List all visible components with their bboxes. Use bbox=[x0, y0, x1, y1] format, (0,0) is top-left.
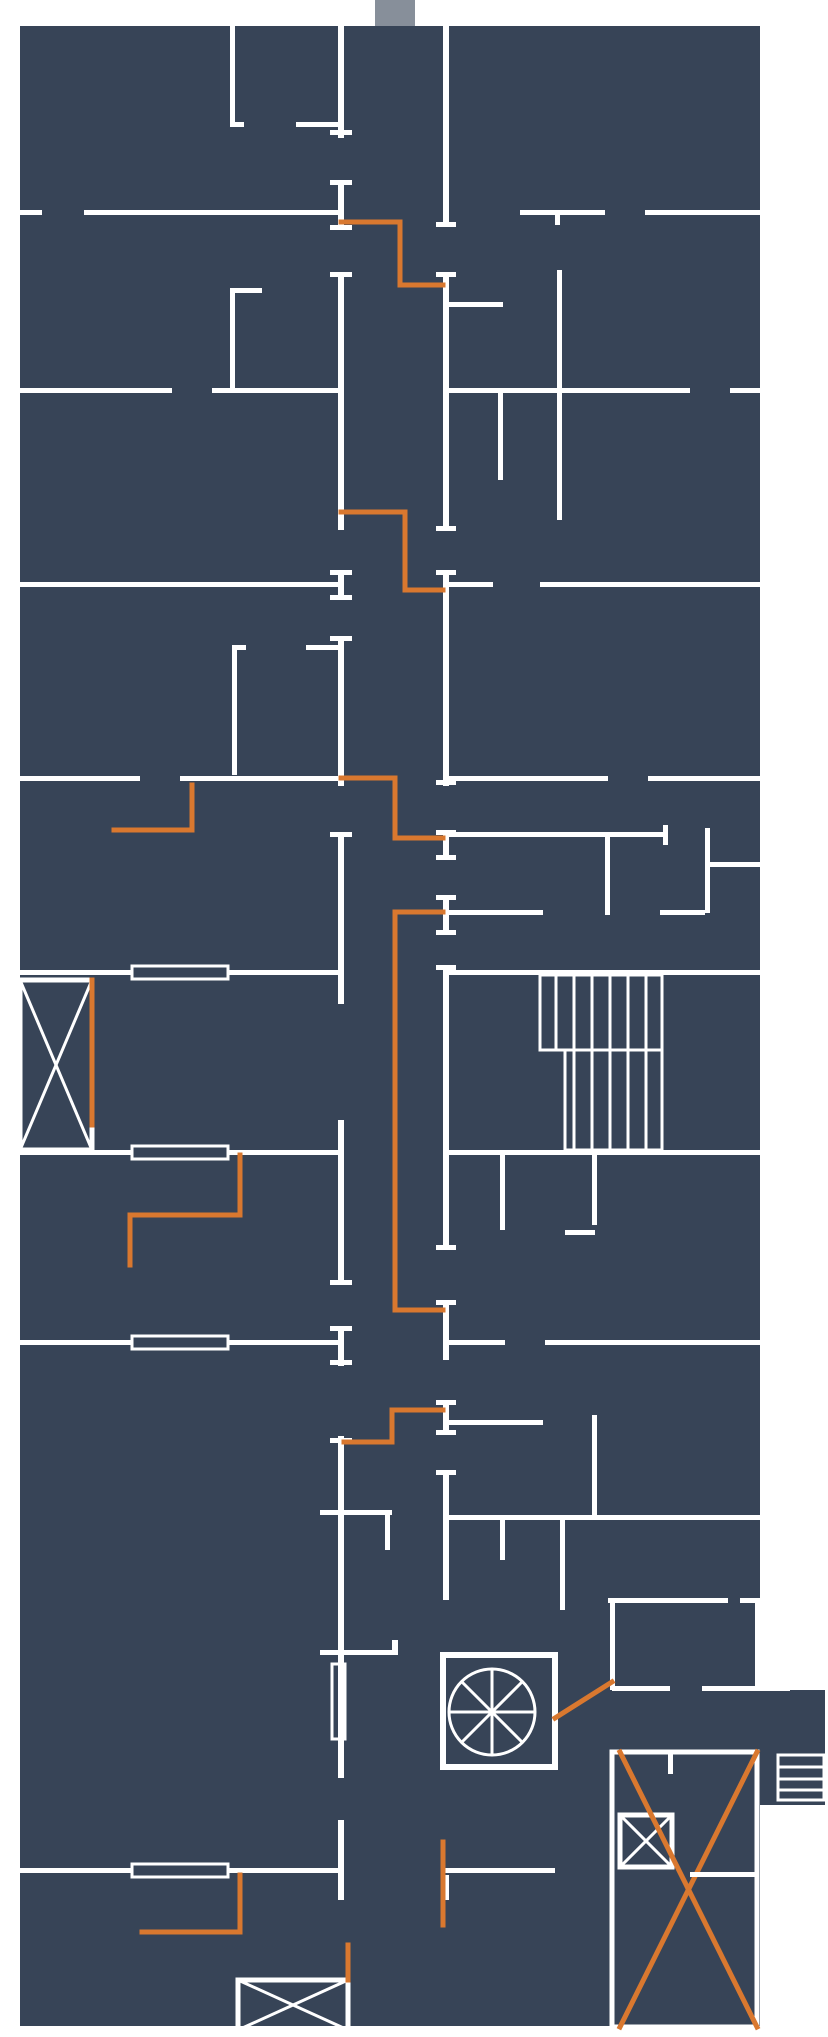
shaft-right bbox=[609, 1748, 761, 2031]
balcony-stairs bbox=[776, 1753, 826, 1802]
windows bbox=[130, 964, 347, 1879]
spiral-staircase bbox=[440, 1652, 558, 1770]
void-small bbox=[617, 1812, 675, 1870]
void-bottom bbox=[235, 1977, 351, 2033]
right-rooms-walls bbox=[443, 210, 790, 1873]
entrance-notch bbox=[375, 0, 415, 26]
straight-staircase bbox=[538, 973, 664, 1152]
corridor-right-wall bbox=[436, 26, 456, 1900]
orange-partitions bbox=[89, 219, 616, 1983]
floor-area bbox=[20, 26, 760, 2026]
corridor-left-wall bbox=[330, 26, 352, 1900]
